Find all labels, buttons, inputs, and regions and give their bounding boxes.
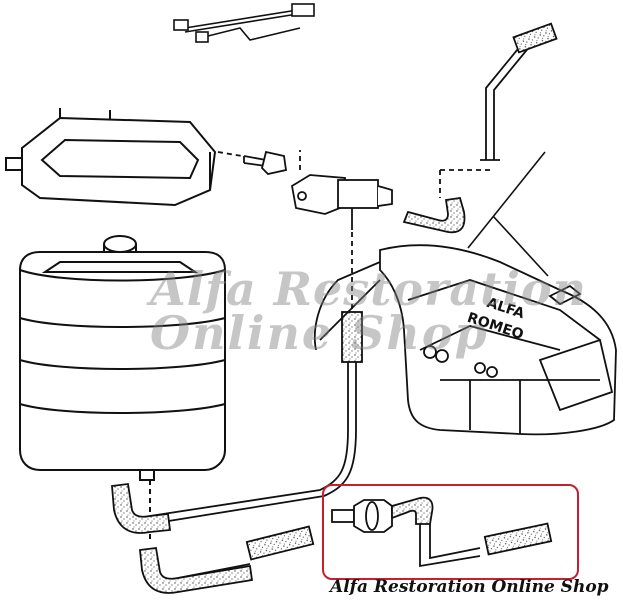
- pointer-lines: [467, 151, 549, 277]
- watermark-line2: Online Shop: [150, 306, 489, 360]
- wiring-harness: [173, 3, 315, 43]
- canister-vent-line: [149, 232, 363, 525]
- engine-intake: [313, 244, 617, 436]
- mounting-bolt: [217, 150, 288, 175]
- canister-outlet-hose: [111, 482, 172, 534]
- solenoid-valve: [291, 150, 393, 230]
- check-valve-assembly: [331, 496, 553, 568]
- lower-purge-hose: [139, 525, 315, 594]
- charcoal-canister: [19, 235, 226, 540]
- canister-bracket: [5, 108, 217, 207]
- footer-credit: Alfa Restoration Online Shop: [330, 577, 609, 597]
- watermark-line1: Alfa Restoration: [150, 262, 587, 316]
- highlight-box: [322, 484, 579, 580]
- upper-vent-pipe: [480, 22, 558, 161]
- solenoid-elbow-hose: [402, 169, 492, 234]
